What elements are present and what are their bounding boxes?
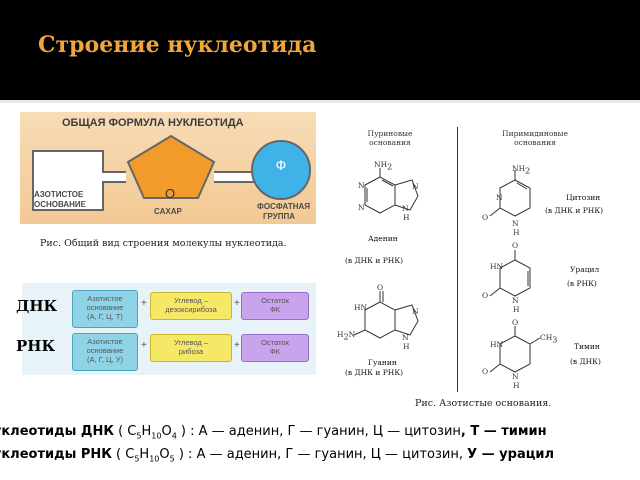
adenine-n1: N bbox=[358, 181, 365, 190]
guanine-n9: N bbox=[402, 333, 409, 342]
dna-nucleotides-line: Нуклеотиды ДНК ( С5Н10О4 ) : А — аденин,… bbox=[0, 424, 547, 441]
thymine-h: H bbox=[513, 381, 520, 390]
bond-base-sugar bbox=[102, 171, 126, 183]
cytosine-where: (в ДНК и РНК) bbox=[545, 206, 604, 215]
uracil-o1: O bbox=[512, 241, 519, 250]
thymine-o2: O bbox=[482, 367, 489, 376]
dna-base-block: Азотистое основание (А, Г, Ц, Т) bbox=[72, 290, 138, 328]
rna-label: РНК bbox=[16, 337, 56, 355]
adenine-structure bbox=[364, 168, 419, 214]
guanine-n7: N bbox=[412, 307, 419, 316]
uracil-where: (в РНК) bbox=[567, 279, 597, 288]
thymine-o1: O bbox=[512, 318, 519, 327]
dna-label: ДНК bbox=[16, 297, 58, 315]
sugar-pentagon bbox=[126, 134, 216, 199]
guanine-hn: HN bbox=[354, 303, 368, 312]
dna-rest-block: Остаток ФК bbox=[241, 292, 309, 320]
dna-sugar-block: Углевод – дезоксирибоза bbox=[150, 292, 232, 320]
base-label-2: ОСНОВАНИЕ bbox=[34, 200, 87, 209]
adenine-where: (в ДНК и РНК) bbox=[345, 256, 404, 265]
guanine-h: H bbox=[403, 342, 410, 351]
adenine-name: Аденин bbox=[368, 234, 398, 243]
phosphate-label-1: ФОСФАТНАЯ bbox=[257, 202, 311, 211]
guanine-name: Гуанин bbox=[368, 358, 397, 367]
thymine-ch3: CH3 bbox=[540, 333, 558, 345]
rna-nucleotides-line: Нуклеотиды РНК ( С5Н10О5 ) : А — аденин,… bbox=[0, 447, 554, 464]
guanine-o: O bbox=[377, 283, 384, 292]
title-divider bbox=[0, 100, 640, 103]
adenine-n3: N bbox=[358, 203, 365, 212]
base-label-1: АЗОТИСТОЕ bbox=[34, 190, 84, 199]
guanine-structure bbox=[353, 291, 419, 339]
cytosine-structure bbox=[489, 170, 531, 217]
uracil-h: H bbox=[513, 305, 520, 314]
cytosine-o: O bbox=[482, 213, 489, 222]
phosphate-letter: Ф bbox=[275, 157, 287, 173]
uracil-hn: HN bbox=[490, 262, 504, 271]
slide-title: Строение нуклеотида bbox=[38, 32, 317, 58]
plus-sign: + bbox=[234, 298, 240, 309]
guanine-h2n: H2N bbox=[337, 330, 356, 342]
adenine-n9: N bbox=[402, 204, 409, 213]
cytosine-n: N bbox=[496, 193, 503, 202]
cytosine-name: Цитозин bbox=[566, 193, 601, 202]
sugar-label: САХАР bbox=[154, 207, 182, 216]
plus-sign: + bbox=[141, 340, 147, 351]
cytosine-n1: N bbox=[512, 219, 519, 228]
thymine-structure bbox=[489, 326, 541, 373]
formula-title: ОБЩАЯ ФОРМУЛА НУКЛЕОТИДА bbox=[62, 117, 244, 129]
rna-base-block: Азотистое основание (А, Г, Ц, У) bbox=[72, 333, 138, 371]
cytosine-nh2: NH2 bbox=[512, 164, 531, 176]
thymine-name: Тимин bbox=[574, 342, 600, 351]
figure2-caption: Рис. Азотистые основания. bbox=[415, 398, 552, 409]
uracil-name: Урацил bbox=[570, 265, 600, 274]
rna-rest-block: Остаток ФК bbox=[241, 334, 309, 362]
nitrogen-base-shape bbox=[32, 150, 104, 211]
figure1-caption: Рис. Общий вид строения молекулы нуклеот… bbox=[40, 238, 287, 249]
thymine-where: (в ДНК) bbox=[570, 357, 601, 366]
rna-sugar-block: Углевод – рибоза bbox=[150, 334, 232, 362]
sugar-oxygen: О bbox=[165, 186, 176, 201]
adenine-nh2: NH2 bbox=[374, 160, 393, 172]
bond-sugar-phosphate bbox=[214, 171, 254, 183]
thymine-n: N bbox=[512, 372, 519, 381]
guanine-where: (в ДНК и РНК) bbox=[345, 368, 404, 377]
plus-sign: + bbox=[234, 340, 240, 351]
uracil-n: N bbox=[512, 296, 519, 305]
phosphate-circle bbox=[251, 140, 311, 200]
column-divider bbox=[457, 127, 458, 392]
phosphate-label-2: ГРУППА bbox=[263, 212, 296, 221]
cytosine-h: H bbox=[513, 228, 520, 237]
adenine-n7: N bbox=[412, 182, 419, 191]
uracil-structure bbox=[489, 250, 531, 297]
thymine-hn: HN bbox=[490, 340, 504, 349]
adenine-h: H bbox=[403, 213, 410, 222]
plus-sign: + bbox=[141, 298, 147, 309]
title-bar bbox=[0, 0, 640, 100]
uracil-o2: O bbox=[482, 291, 489, 300]
